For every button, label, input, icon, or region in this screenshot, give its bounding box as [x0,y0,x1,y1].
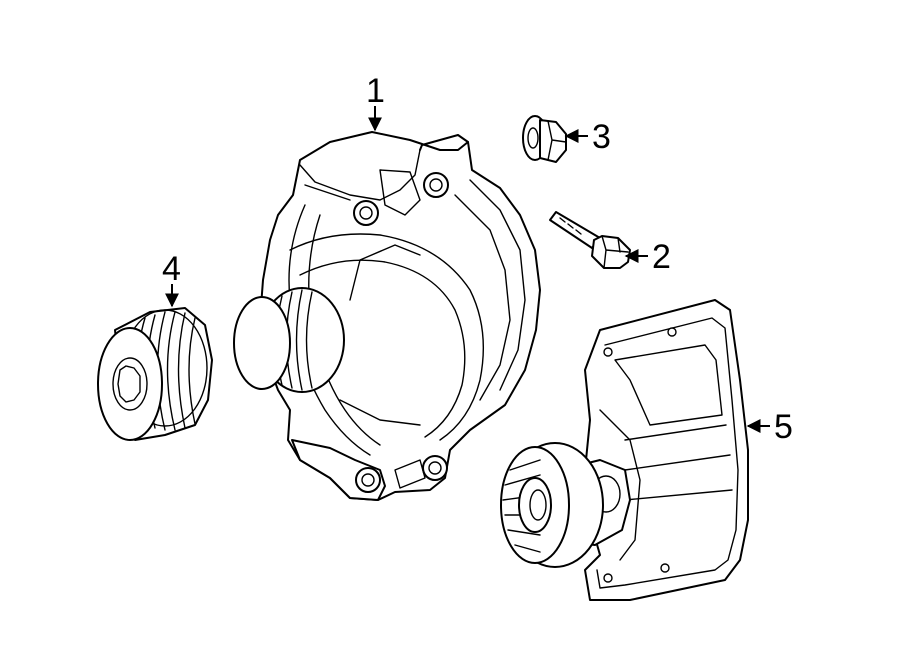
pulley-part[interactable] [97,307,213,441]
callout-5-label: 5 [774,408,793,446]
nut-part[interactable] [522,115,567,163]
callout-1-label: 1 [366,72,385,110]
alternator-part[interactable] [233,131,541,501]
bolt-part[interactable] [549,211,631,269]
callout-2: 2 [624,238,671,276]
callout-4-label: 4 [162,250,181,288]
callout-5: 5 [746,408,793,446]
callout-4: 4 [162,250,181,308]
bracket-part[interactable] [500,299,749,601]
callout-3-label: 3 [592,118,611,156]
callout-1: 1 [366,72,385,132]
callout-3: 3 [564,118,611,156]
callout-2-label: 2 [652,238,671,276]
